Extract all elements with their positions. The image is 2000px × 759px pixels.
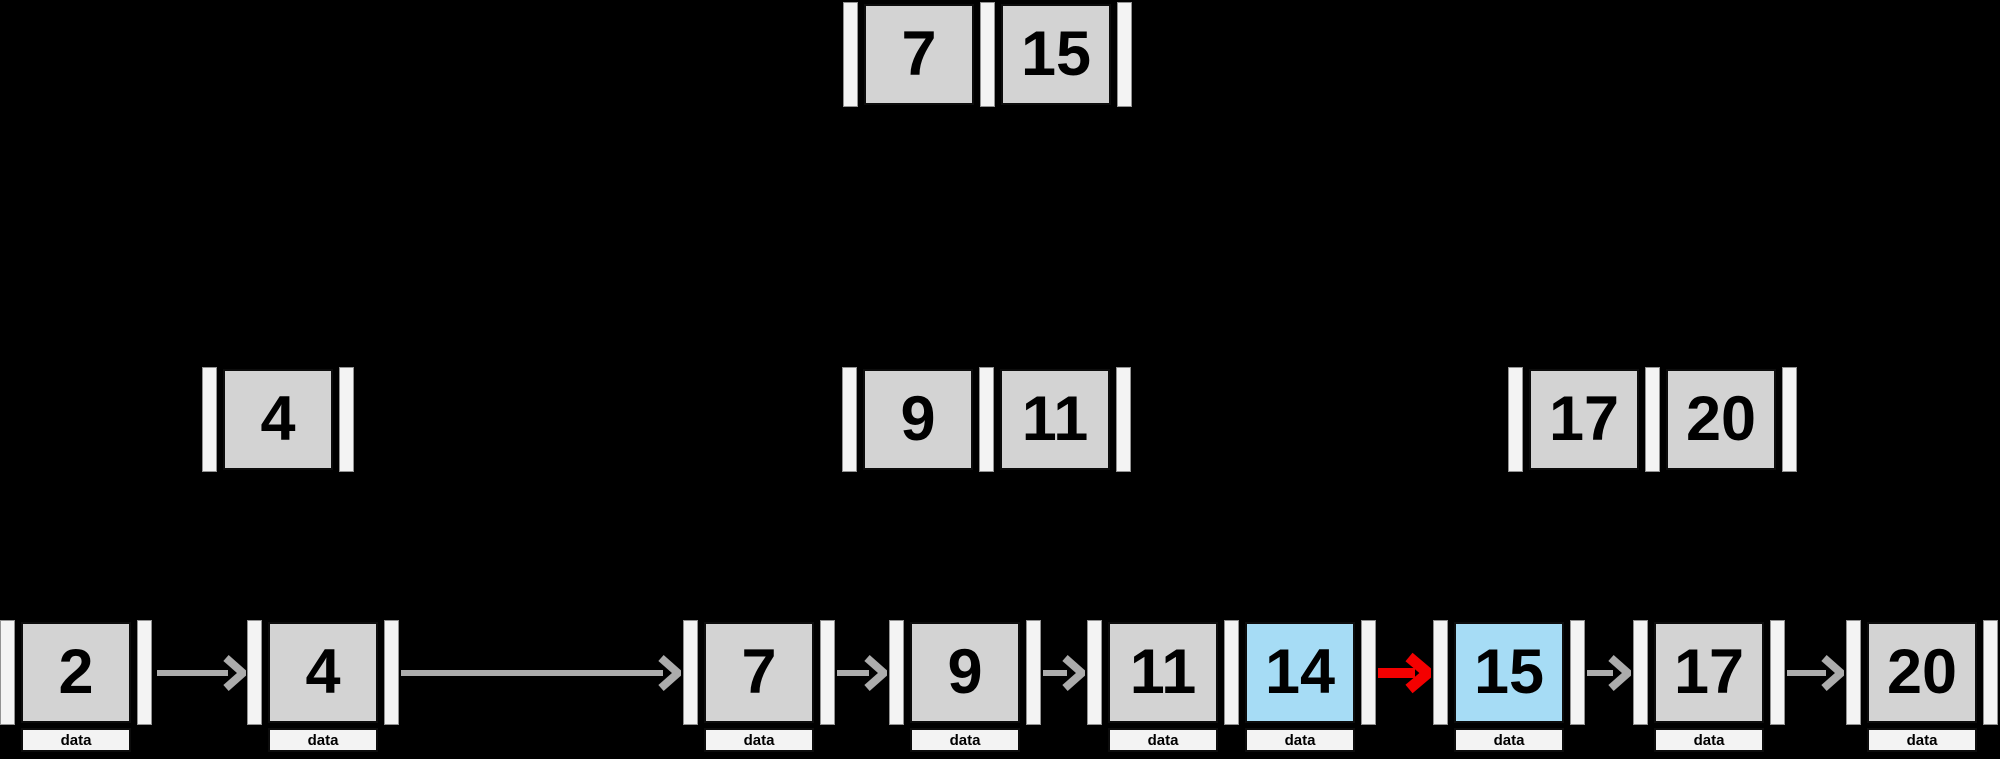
leaf-link-arrow [157, 655, 246, 691]
pointer-slot [1846, 620, 1861, 725]
key-cell: 7 [704, 622, 814, 723]
insertion-arrow-red [1378, 652, 1431, 694]
key-cell: 2 [21, 622, 131, 723]
key-column: 4 data [268, 622, 378, 752]
key-column: 17 data [1654, 622, 1764, 752]
tree-node-leaf-7: 7 data [683, 620, 835, 752]
pointer-slot [384, 620, 399, 725]
pointer-slot [1087, 620, 1102, 725]
pointer-slot [202, 367, 217, 472]
data-pointer-box: data [1454, 728, 1564, 752]
tree-node-leaf-17: 17 data [1633, 620, 1785, 752]
key-column: 2 data [21, 622, 131, 752]
key-column: 11 data [1108, 622, 1218, 752]
tree-node-leaf-2: 2 data [0, 620, 152, 752]
pointer-slot [1508, 367, 1523, 472]
key-column: 20 data [1867, 622, 1977, 752]
data-pointer-box: data [268, 728, 378, 752]
pointer-slot [247, 620, 262, 725]
key-column: 11 [1000, 369, 1110, 470]
key-cell: 9 [863, 369, 973, 470]
pointer-slot [1782, 367, 1797, 472]
pointer-slot [1770, 620, 1785, 725]
tree-node-int-9-11: 9 11 [842, 367, 1131, 472]
key-cell: 4 [268, 622, 378, 723]
pointer-slot [842, 367, 857, 472]
pointer-slot [1570, 620, 1585, 725]
data-pointer-box: data [1245, 728, 1355, 752]
key-cell: 11 [1108, 622, 1218, 723]
key-cell: 20 [1867, 622, 1977, 723]
key-column: 9 data [910, 622, 1020, 752]
pointer-slot [1983, 620, 1998, 725]
tree-node-leaf-20: 20 data [1846, 620, 1998, 752]
key-cell: 11 [1000, 369, 1110, 470]
key-column: 4 [223, 369, 333, 470]
key-column: 7 data [704, 622, 814, 752]
data-pointer-box: data [704, 728, 814, 752]
key-column: 15 data [1454, 622, 1564, 752]
data-pointer-box: data [910, 728, 1020, 752]
key-column: 20 [1666, 369, 1776, 470]
key-cell: 9 [910, 622, 1020, 723]
key-cell: 20 [1666, 369, 1776, 470]
key-cell-highlighted: 15 [1454, 622, 1564, 723]
pointer-slot [820, 620, 835, 725]
tree-node-leaf-11-14: 11 data 14 data [1087, 620, 1376, 752]
leaf-link-arrow [1043, 655, 1085, 691]
pointer-slot [1633, 620, 1648, 725]
pointer-slot [0, 620, 15, 725]
pointer-slot [1117, 2, 1132, 107]
pointer-slot [1433, 620, 1448, 725]
leaf-link-arrow [1787, 655, 1844, 691]
pointer-slot [1361, 620, 1376, 725]
pointer-slot [1224, 620, 1239, 725]
key-column: 9 [863, 369, 973, 470]
key-column: 14 data [1245, 622, 1355, 752]
key-cell: 4 [223, 369, 333, 470]
leaf-link-arrow [1587, 655, 1631, 691]
tree-node-root: 7 15 [843, 2, 1132, 107]
pointer-slot [1116, 367, 1131, 472]
key-cell-highlighted: 14 [1245, 622, 1355, 723]
pointer-slot [843, 2, 858, 107]
key-cell: 15 [1001, 4, 1111, 105]
pointer-slot [137, 620, 152, 725]
data-pointer-box: data [1654, 728, 1764, 752]
tree-node-leaf-9: 9 data [889, 620, 1041, 752]
data-pointer-box: data [1867, 728, 1977, 752]
pointer-slot [979, 367, 994, 472]
tree-node-leaf-15: 15 data [1433, 620, 1585, 752]
pointer-slot [1645, 367, 1660, 472]
key-column: 7 [864, 4, 974, 105]
tree-node-leaf-4: 4 data [247, 620, 399, 752]
key-column: 17 [1529, 369, 1639, 470]
pointer-slot [683, 620, 698, 725]
leaf-link-arrow [401, 655, 681, 691]
data-pointer-box: data [21, 728, 131, 752]
pointer-slot [889, 620, 904, 725]
data-pointer-box: data [1108, 728, 1218, 752]
key-cell: 17 [1529, 369, 1639, 470]
leaf-link-arrow [837, 655, 887, 691]
pointer-slot [980, 2, 995, 107]
pointer-slot [1026, 620, 1041, 725]
key-column: 15 [1001, 4, 1111, 105]
key-cell: 17 [1654, 622, 1764, 723]
tree-node-int-4: 4 [202, 367, 354, 472]
pointer-slot [339, 367, 354, 472]
key-cell: 7 [864, 4, 974, 105]
